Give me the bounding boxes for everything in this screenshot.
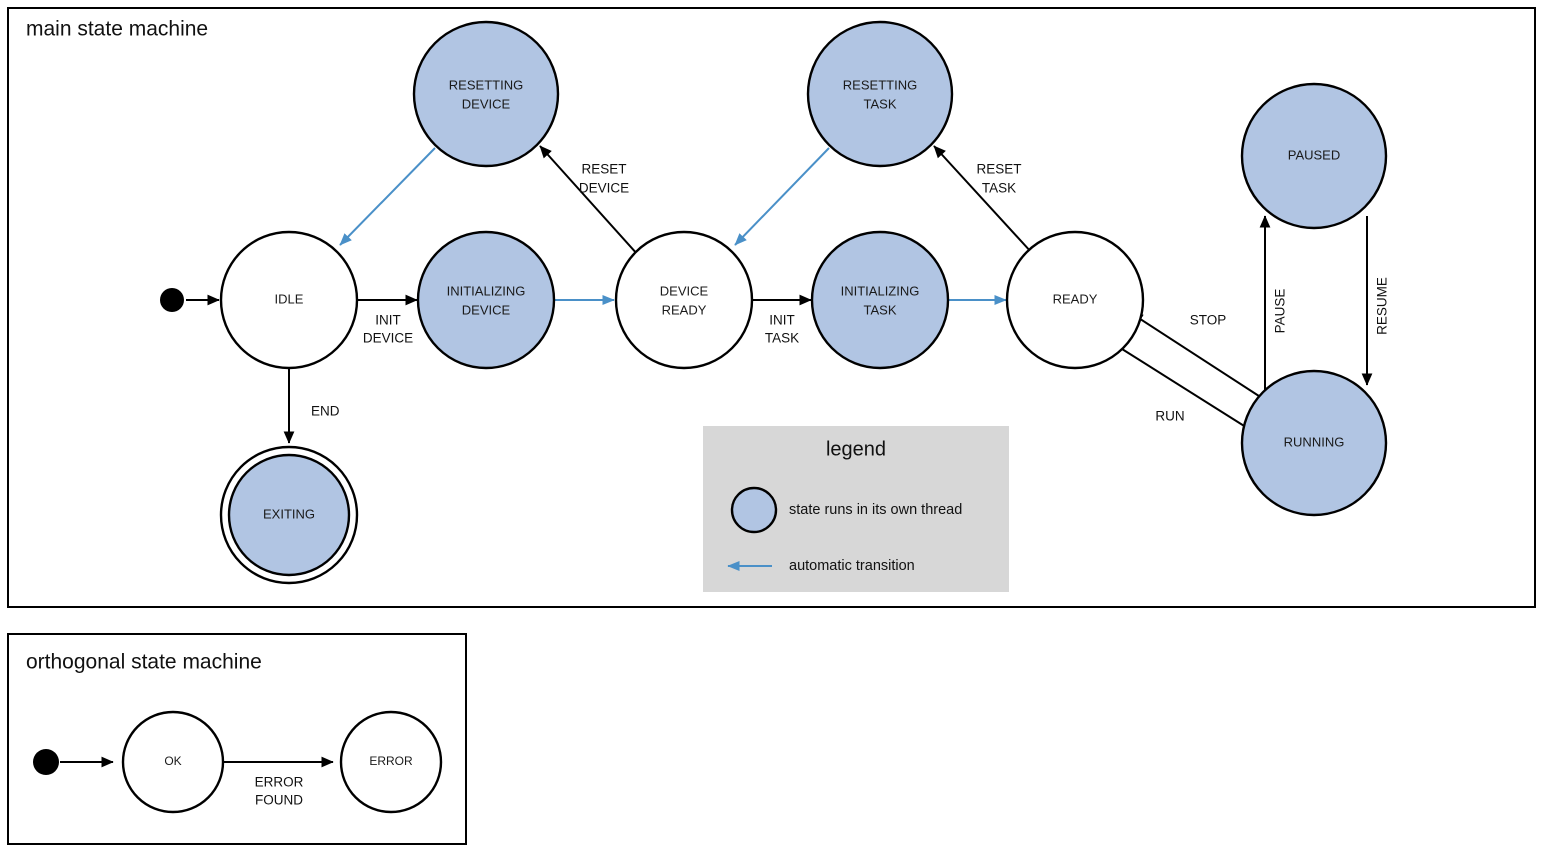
edge-label-resume: RESUME [1375,277,1390,335]
state-paused[interactable]: PAUSED [1240,82,1388,230]
state-initializing-task[interactable]: INITIALIZING TASK [810,230,950,370]
state-device-ready-label-line2: READY [662,302,707,317]
legend-title: legend [826,438,886,460]
edge-label-reset-task-line2: TASK [982,181,1016,196]
transition-resetting-device-to-idle [339,147,436,246]
initial-pseudostate-dot [160,288,184,312]
transition-idle-to-initializing-device: INIT DEVICE [357,294,418,346]
state-running-label: RUNNING [1284,434,1345,449]
state-running[interactable]: RUNNING [1240,369,1388,517]
state-ready-label: READY [1053,291,1098,306]
main-frame-title: main state machine [26,18,208,41]
state-resetting-device-circle[interactable] [412,20,560,168]
transition-resetting-task-to-device-ready [734,147,830,246]
edge-label-pause: PAUSE [1273,289,1288,334]
edge-resetting-task-to-device-ready [734,147,830,246]
edge-label-stop: STOP [1190,313,1227,328]
transition-running-to-paused: PAUSE [1259,215,1288,390]
state-ready-circle[interactable] [1005,230,1145,370]
edge-label-reset-device-line2: DEVICE [579,181,629,196]
legend: legend state runs in its own thread auto… [703,426,1009,592]
edge-label-reset-task-line1: RESET [976,162,1021,177]
legend-entry-automatic-transition: automatic transition [727,558,915,574]
state-paused-label: PAUSED [1288,147,1341,162]
state-initializing-device-label-line1: INITIALIZING [447,283,526,298]
state-resetting-task-label-line1: RESETTING [843,77,917,92]
edge-label-error-found-line2: FOUND [255,793,303,808]
edge-label-init-task-line1: INIT [769,313,795,328]
state-ready[interactable]: READY [1005,230,1145,370]
state-exiting-label: EXITING [263,506,315,521]
state-device-ready[interactable]: DEVICE READY [614,230,754,370]
state-initializing-task-label-line1: INITIALIZING [841,283,920,298]
transition-paused-to-running: RESUME [1361,216,1390,386]
transition-ready-to-resetting-task: RESET TASK [933,145,1033,254]
state-idle-circle[interactable] [219,230,359,370]
orthogonal-initial-pseudostate-dot [33,749,59,775]
state-exiting-circle[interactable] [227,453,351,577]
edge-label-reset-device-line1: RESET [581,162,626,177]
transition-start-to-idle [160,288,220,312]
transition-running-to-ready: STOP [1130,312,1263,399]
transition-start-to-ok [33,749,114,775]
edge-device-ready-to-resetting-device [539,145,639,256]
state-error-label: ERROR [369,754,413,768]
state-initializing-task-label-line2: TASK [864,302,897,317]
state-error[interactable]: ERROR [339,710,443,814]
state-initializing-device-circle[interactable] [416,230,556,370]
state-ok-label: OK [164,754,181,768]
state-paused-circle[interactable] [1240,82,1388,230]
state-error-circle[interactable] [339,710,443,814]
transition-ok-to-error: ERROR FOUND [223,756,334,808]
state-resetting-device-label-line1: RESETTING [449,77,523,92]
edge-label-run: RUN [1155,409,1184,424]
state-exiting-outer-ring [219,445,359,585]
edge-label-end: END [311,404,340,419]
edge-resetting-device-to-idle [339,147,436,246]
edge-ready-to-resetting-task [933,145,1033,254]
state-idle-label: IDLE [275,291,304,306]
state-resetting-task-circle[interactable] [806,20,954,168]
edge-running-to-ready [1130,312,1263,399]
legend-entry-automatic-transition-text: automatic transition [789,558,915,574]
state-initializing-device-label-line2: DEVICE [462,302,511,317]
state-resetting-task-label-line2: TASK [864,96,897,111]
state-initializing-task-circle[interactable] [810,230,950,370]
main-state-machine-frame [7,7,1536,608]
state-device-ready-label-line1: DEVICE [660,283,709,298]
edge-label-init-device-line1: INIT [375,313,401,328]
edge-label-init-task-line2: TASK [765,331,799,346]
state-device-ready-circle[interactable] [614,230,754,370]
state-ok-circle[interactable] [121,710,225,814]
orthogonal-frame-title: orthogonal state machine [26,651,262,674]
state-idle[interactable]: IDLE [219,230,359,370]
state-resetting-device-label-line2: DEVICE [462,96,511,111]
legend-entry-thread-state-text: state runs in its own thread [789,502,962,518]
state-initializing-device[interactable]: INITIALIZING DEVICE [416,230,556,370]
legend-entry-thread-state: state runs in its own thread [730,486,962,534]
state-resetting-task[interactable]: RESETTING TASK [806,20,954,168]
orthogonal-state-machine-frame [7,633,467,845]
state-running-circle[interactable] [1240,369,1388,517]
edge-label-error-found-line1: ERROR [255,775,304,790]
state-ok[interactable]: OK [121,710,225,814]
edge-label-init-device-line2: DEVICE [363,331,413,346]
transition-device-ready-to-initializing-task: INIT TASK [752,294,812,346]
transition-idle-to-exiting: END [283,368,340,444]
state-resetting-device[interactable]: RESETTING DEVICE [412,20,560,168]
blue-circle-swatch-icon [730,486,778,534]
transition-device-ready-to-resetting-device: RESET DEVICE [539,145,639,256]
state-exiting[interactable]: EXITING [219,445,359,585]
